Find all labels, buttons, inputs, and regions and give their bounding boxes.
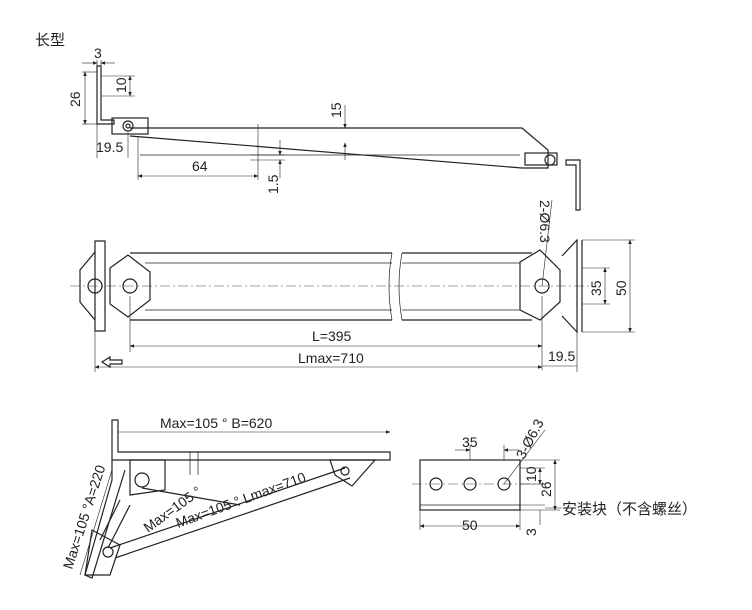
dim-bracket-width: 50 <box>613 280 629 296</box>
right-pivot <box>544 154 556 166</box>
open-view: Max=105 ° B=620 Max=105 °A=220 Max=105 °… <box>60 415 391 579</box>
right-pivot-plate <box>519 249 561 321</box>
right-bracket <box>565 159 581 211</box>
block-dim-spacing: 35 <box>462 434 478 450</box>
dim-hole-offset: 19.5 <box>96 139 123 155</box>
left-bracket <box>96 65 115 125</box>
dim-end-offset: 19.5 <box>548 348 575 364</box>
right-open-pivot <box>340 466 350 476</box>
block-body <box>419 459 521 511</box>
left-mount-hole <box>87 278 103 294</box>
dim-bracket-height: 26 <box>67 91 83 107</box>
dim-top-label: Max=105 ° B=620 <box>160 415 272 431</box>
upper-pivot <box>134 472 150 488</box>
dim-tab-height: 10 <box>113 77 129 93</box>
lower-bracket <box>84 529 121 576</box>
top-view: 2-Ø6.3 35 50 L=395 Lmax=710 19.5 <box>70 199 635 372</box>
pivot-circle <box>122 120 134 132</box>
block-dim-height-total: 26 <box>538 481 554 497</box>
block-hole-2 <box>463 477 477 491</box>
block-caption: 安装块（不含螺丝） <box>562 501 697 518</box>
side-view: 3 10 26 15 19.5 64 1.5 <box>67 45 581 211</box>
left-pivot-hole <box>122 278 138 294</box>
right-pivot-hole <box>534 278 550 294</box>
block-hole-1 <box>429 477 443 491</box>
pivot-center <box>125 123 131 129</box>
block-hole-3 <box>497 477 511 491</box>
mounting-block-view: 35 3-Ø6.3 10 26 50 3 安装块（不含螺丝） <box>412 416 697 536</box>
dim-tab-thickness: 3 <box>94 45 102 61</box>
drawing-title: 长型 <box>35 32 65 49</box>
arrow-left-icon <box>100 355 123 369</box>
dim-arm-height: 15 <box>328 102 344 118</box>
dim-holes: 2-Ø6.3 <box>537 200 553 243</box>
dim-tab-length: 64 <box>192 158 208 174</box>
dim-max-length: Lmax=710 <box>298 350 364 366</box>
right-open-bracket <box>329 459 377 487</box>
dim-hole-spacing: 35 <box>588 280 604 296</box>
left-bracket-plate <box>111 117 149 135</box>
block-dim-height-small: 10 <box>523 466 539 482</box>
block-dim-holes: 3-Ø6.3 <box>513 416 547 461</box>
arm-body <box>129 127 549 169</box>
block-dim-width: 50 <box>462 517 478 533</box>
dim-plate-thickness: 1.5 <box>265 174 281 194</box>
block-dim-base: 3 <box>523 528 539 536</box>
left-pivot-plate <box>109 254 151 318</box>
left-end-bracket <box>94 240 106 332</box>
right-end-bracket <box>561 238 578 334</box>
lower-pivot <box>102 546 114 558</box>
right-bracket-plate <box>524 152 558 166</box>
upper-bracket <box>129 459 166 496</box>
dim-length: L=395 <box>312 328 352 344</box>
